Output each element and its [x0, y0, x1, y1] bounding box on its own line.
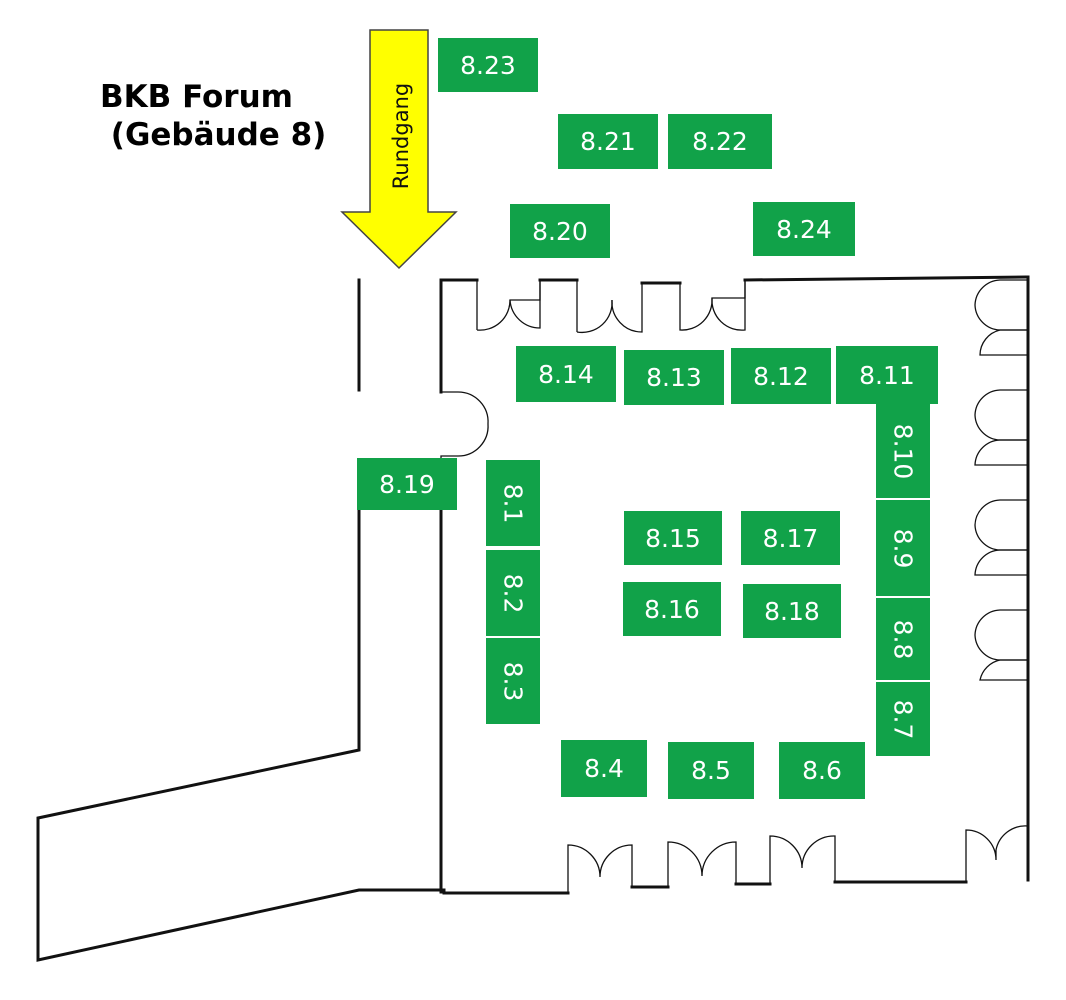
booth-label: 8.20 — [532, 216, 588, 246]
booth-8-18: 8.18 — [743, 584, 841, 638]
booth-8-24: 8.24 — [753, 202, 855, 256]
booth-label: 8.17 — [762, 523, 819, 553]
page-title: BKB Forum (Gebäude 8) — [100, 79, 327, 153]
booth-8-16: 8.16 — [623, 582, 721, 636]
booth-label: 8.14 — [538, 359, 594, 389]
booth-label: 8.13 — [646, 363, 702, 392]
door-corridor — [440, 391, 489, 480]
booth-label: 8.24 — [776, 214, 832, 244]
booth-8-8: 8.8 — [876, 598, 930, 680]
hall-top-wall-d — [743, 275, 1027, 282]
booth-8-7: 8.7 — [876, 682, 930, 756]
booth-8-14: 8.14 — [516, 346, 616, 402]
booth-8-2: 8.2 — [486, 550, 540, 636]
booth-label: 8.8 — [888, 619, 918, 659]
booth-8-21: 8.21 — [558, 114, 658, 169]
booth-label: 8.11 — [859, 360, 915, 390]
doors-top — [476, 280, 746, 334]
booth-8-13: 8.13 — [624, 350, 724, 405]
booth-8-11: 8.11 — [836, 346, 938, 404]
booth-8-19: 8.19 — [357, 458, 457, 510]
booth-label: 8.19 — [379, 469, 435, 499]
booth-label: 8.2 — [498, 573, 528, 613]
booth-8-3: 8.3 — [486, 638, 540, 724]
booth-8-5: 8.5 — [668, 742, 754, 799]
corridor-wall-lower-left — [36, 458, 446, 962]
booth-label: 8.5 — [691, 756, 731, 785]
booth-8-12: 8.12 — [731, 348, 831, 404]
booth-8-23: 8.23 — [438, 38, 538, 92]
booth-label: 8.16 — [644, 594, 700, 624]
booth-label: 8.10 — [888, 423, 918, 479]
booth-label: 8.4 — [584, 754, 624, 783]
booth-label: 8.6 — [802, 756, 842, 785]
booth-8-22: 8.22 — [668, 114, 772, 169]
doors-right — [974, 279, 1029, 681]
booth-8-10: 8.10 — [876, 404, 930, 498]
booth-label: 8.18 — [764, 596, 820, 626]
rundgang-label: Rundgang — [389, 83, 413, 189]
booth-label: 8.1 — [498, 483, 528, 523]
booth-label: 8.9 — [888, 528, 918, 568]
booth-label: 8.21 — [580, 127, 636, 156]
booth-label: 8.23 — [460, 50, 516, 80]
booth-label: 8.15 — [645, 523, 701, 553]
booth-8-9: 8.9 — [876, 500, 930, 596]
booth-8-20: 8.20 — [510, 204, 610, 258]
booth-8-17: 8.17 — [741, 511, 840, 565]
booth-8-4: 8.4 — [561, 740, 647, 797]
booth-label: 8.7 — [888, 699, 918, 739]
booth-label: 8.12 — [753, 361, 809, 391]
booth-8-1: 8.1 — [486, 460, 540, 546]
booth-label: 8.3 — [498, 661, 528, 701]
rundgang-arrow: Rundgang — [340, 29, 458, 270]
booth-label: 8.22 — [692, 127, 748, 156]
booth-8-6: 8.6 — [779, 742, 865, 799]
doors-bottom — [567, 825, 1029, 893]
booth-8-15: 8.15 — [624, 511, 722, 565]
